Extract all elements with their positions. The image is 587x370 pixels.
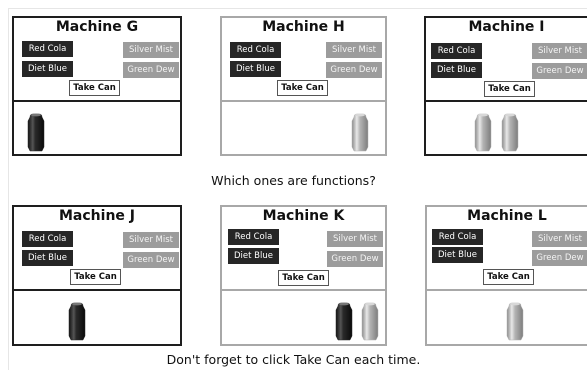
silver-soda-can-icon bbox=[501, 113, 519, 152]
take-can-button[interactable]: Take Can bbox=[69, 80, 120, 96]
silver-mist-button[interactable]: Silver Mist bbox=[532, 43, 587, 59]
tray-divider bbox=[14, 100, 180, 102]
green-dew-button[interactable]: Green Dew bbox=[327, 251, 383, 267]
machine-title: Machine L bbox=[467, 208, 547, 224]
tray-divider bbox=[222, 289, 385, 291]
silver-mist-button[interactable]: Silver Mist bbox=[123, 232, 179, 248]
frame-left-line bbox=[8, 8, 9, 370]
diet-blue-button[interactable]: Diet Blue bbox=[431, 62, 482, 78]
silver-mist-button[interactable]: Silver Mist bbox=[532, 231, 587, 247]
can-tray bbox=[222, 102, 385, 154]
take-can-button[interactable]: Take Can bbox=[277, 80, 328, 96]
diet-blue-button[interactable]: Diet Blue bbox=[230, 61, 281, 77]
diet-blue-button[interactable]: Diet Blue bbox=[22, 250, 73, 266]
green-dew-button[interactable]: Green Dew bbox=[326, 62, 382, 78]
machine-k: Machine K Red Cola Diet Blue Silver Mist… bbox=[220, 205, 387, 346]
green-dew-button[interactable]: Green Dew bbox=[532, 250, 587, 266]
silver-mist-button[interactable]: Silver Mist bbox=[123, 42, 179, 58]
can-tray bbox=[427, 291, 587, 344]
reminder-text: Don't forget to click Take Can each time… bbox=[166, 352, 421, 367]
take-can-button[interactable]: Take Can bbox=[483, 269, 534, 285]
can-tray bbox=[14, 291, 180, 344]
take-can-button[interactable]: Take Can bbox=[484, 81, 535, 97]
silver-soda-can-icon bbox=[506, 302, 524, 341]
green-dew-button[interactable]: Green Dew bbox=[123, 62, 179, 78]
red-cola-button[interactable]: Red Cola bbox=[431, 43, 482, 59]
tray-divider bbox=[14, 289, 180, 291]
dark-soda-can-icon bbox=[68, 302, 86, 341]
silver-soda-can-icon bbox=[351, 113, 369, 152]
machine-g: Machine G Red Cola Diet Blue Silver Mist… bbox=[12, 16, 182, 156]
red-cola-button[interactable]: Red Cola bbox=[230, 42, 281, 58]
dark-soda-can-icon bbox=[335, 302, 353, 341]
question-text: Which ones are functions? bbox=[211, 173, 376, 188]
take-can-button[interactable]: Take Can bbox=[70, 269, 121, 285]
silver-soda-can-icon bbox=[474, 113, 492, 152]
can-tray bbox=[14, 102, 180, 154]
machine-title: Machine I bbox=[468, 19, 545, 35]
machine-j: Machine J Red Cola Diet Blue Silver Mist… bbox=[12, 205, 182, 346]
red-cola-button[interactable]: Red Cola bbox=[22, 41, 73, 57]
diet-blue-button[interactable]: Diet Blue bbox=[22, 61, 73, 77]
dark-soda-can-icon bbox=[27, 113, 45, 152]
machine-l: Machine L Red Cola Diet Blue Silver Mist… bbox=[425, 205, 587, 346]
green-dew-button[interactable]: Green Dew bbox=[532, 63, 587, 79]
silver-soda-can-icon bbox=[361, 302, 379, 341]
diet-blue-button[interactable]: Diet Blue bbox=[228, 248, 279, 264]
can-tray bbox=[426, 102, 587, 154]
machine-title: Machine G bbox=[55, 19, 139, 35]
green-dew-button[interactable]: Green Dew bbox=[123, 252, 179, 268]
machine-title: Machine J bbox=[59, 208, 135, 224]
diet-blue-button[interactable]: Diet Blue bbox=[432, 247, 483, 263]
machine-title: Machine H bbox=[262, 19, 345, 35]
can-tray bbox=[222, 291, 385, 344]
silver-mist-button[interactable]: Silver Mist bbox=[327, 231, 383, 247]
machine-i: Machine I Red Cola Diet Blue Silver Mist… bbox=[424, 16, 587, 156]
tray-divider bbox=[426, 100, 587, 102]
take-can-button[interactable]: Take Can bbox=[278, 270, 329, 286]
red-cola-button[interactable]: Red Cola bbox=[22, 231, 73, 247]
red-cola-button[interactable]: Red Cola bbox=[228, 229, 279, 245]
red-cola-button[interactable]: Red Cola bbox=[432, 229, 483, 245]
silver-mist-button[interactable]: Silver Mist bbox=[326, 42, 382, 58]
tray-divider bbox=[222, 100, 385, 102]
machine-h: Machine H Red Cola Diet Blue Silver Mist… bbox=[220, 16, 387, 156]
machine-title: Machine K bbox=[262, 208, 345, 224]
frame-top-line bbox=[8, 8, 587, 9]
tray-divider bbox=[427, 289, 587, 291]
